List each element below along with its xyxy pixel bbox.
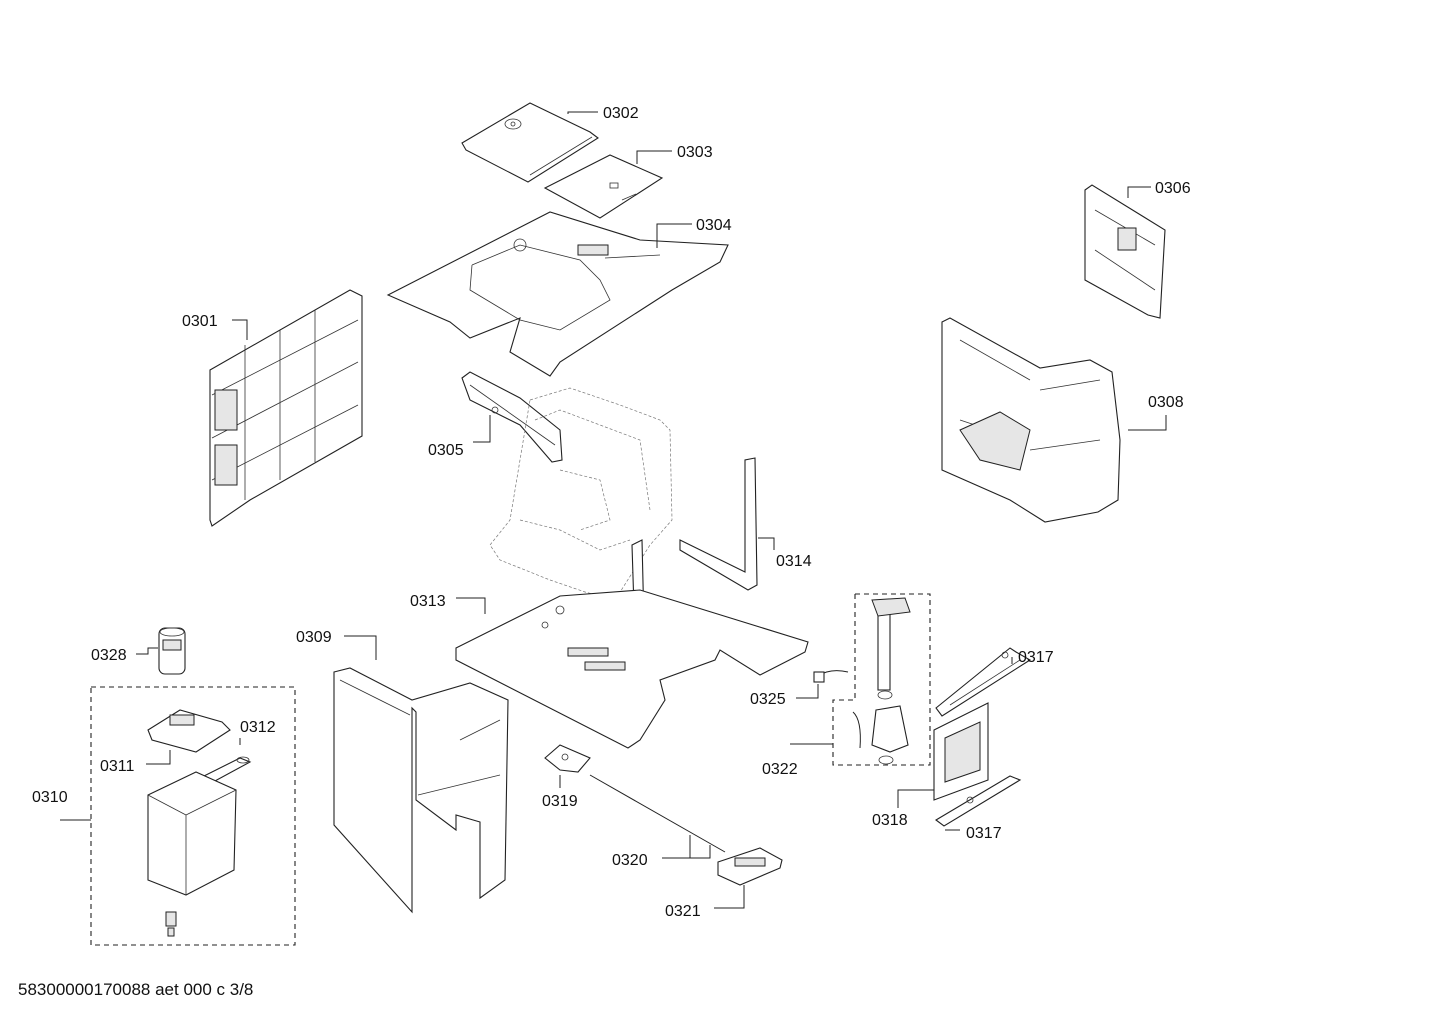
label-0317-lower: 0317 [966, 825, 1002, 842]
part-0308-right-side-frame[interactable] [941, 317, 1121, 523]
label-0303: 0303 [677, 144, 713, 161]
part-0305-bracket[interactable] [461, 371, 563, 463]
part-water-tank[interactable] [147, 771, 237, 937]
label-0320: 0320 [612, 852, 648, 869]
part-0309-front-panel[interactable] [333, 667, 509, 914]
part-0303-small-plate[interactable] [543, 154, 664, 219]
part-0304-top-frame[interactable] [386, 211, 729, 377]
part-0319-valve-block[interactable] [544, 744, 591, 773]
part-0317-upper-trim[interactable] [935, 647, 1032, 717]
part-0322-pump-tube[interactable] [852, 597, 911, 765]
label-0312: 0312 [240, 719, 276, 736]
part-0320-cable[interactable] [589, 774, 726, 853]
part-0321-drip-tray[interactable] [717, 847, 783, 886]
label-0328: 0328 [91, 647, 127, 664]
label-0325: 0325 [750, 691, 786, 708]
label-0321: 0321 [665, 903, 701, 920]
part-0301-left-side-frame[interactable] [209, 289, 363, 527]
part-0325-connector[interactable] [813, 670, 849, 683]
label-0311: 0311 [100, 758, 135, 775]
group-0322-pump-assembly [832, 593, 931, 766]
part-0306-rear-panel[interactable] [1084, 184, 1166, 319]
label-0317-upper: 0317 [1018, 649, 1054, 666]
part-0314-rear-rail[interactable] [679, 457, 758, 591]
label-0302: 0302 [603, 105, 639, 122]
label-0310: 0310 [32, 789, 68, 806]
label-0304: 0304 [696, 217, 732, 234]
label-0319: 0319 [542, 793, 578, 810]
label-0305: 0305 [428, 442, 464, 459]
label-0309: 0309 [296, 629, 332, 646]
label-0314-rear: 0314 [776, 553, 812, 570]
label-0322: 0322 [762, 761, 798, 778]
label-0301: 0301 [182, 313, 218, 330]
part-0302-cover-plate[interactable] [461, 102, 599, 183]
label-0308: 0308 [1148, 394, 1184, 411]
label-0318: 0318 [872, 812, 908, 829]
part-0317-lower-trim[interactable] [935, 775, 1022, 827]
drawing-code: 58300000170088 aet 000 c 3/8 [18, 980, 254, 999]
label-0306: 0306 [1155, 180, 1191, 197]
part-0311-tank-lid[interactable] [147, 709, 231, 753]
group-0310-water-tank-assembly [90, 686, 296, 946]
label-0313: 0313 [410, 593, 446, 610]
part-0313-base-plate[interactable] [455, 589, 809, 749]
part-0318-drip-panel[interactable] [933, 702, 989, 801]
part-0328-water-filter[interactable] [158, 627, 186, 675]
